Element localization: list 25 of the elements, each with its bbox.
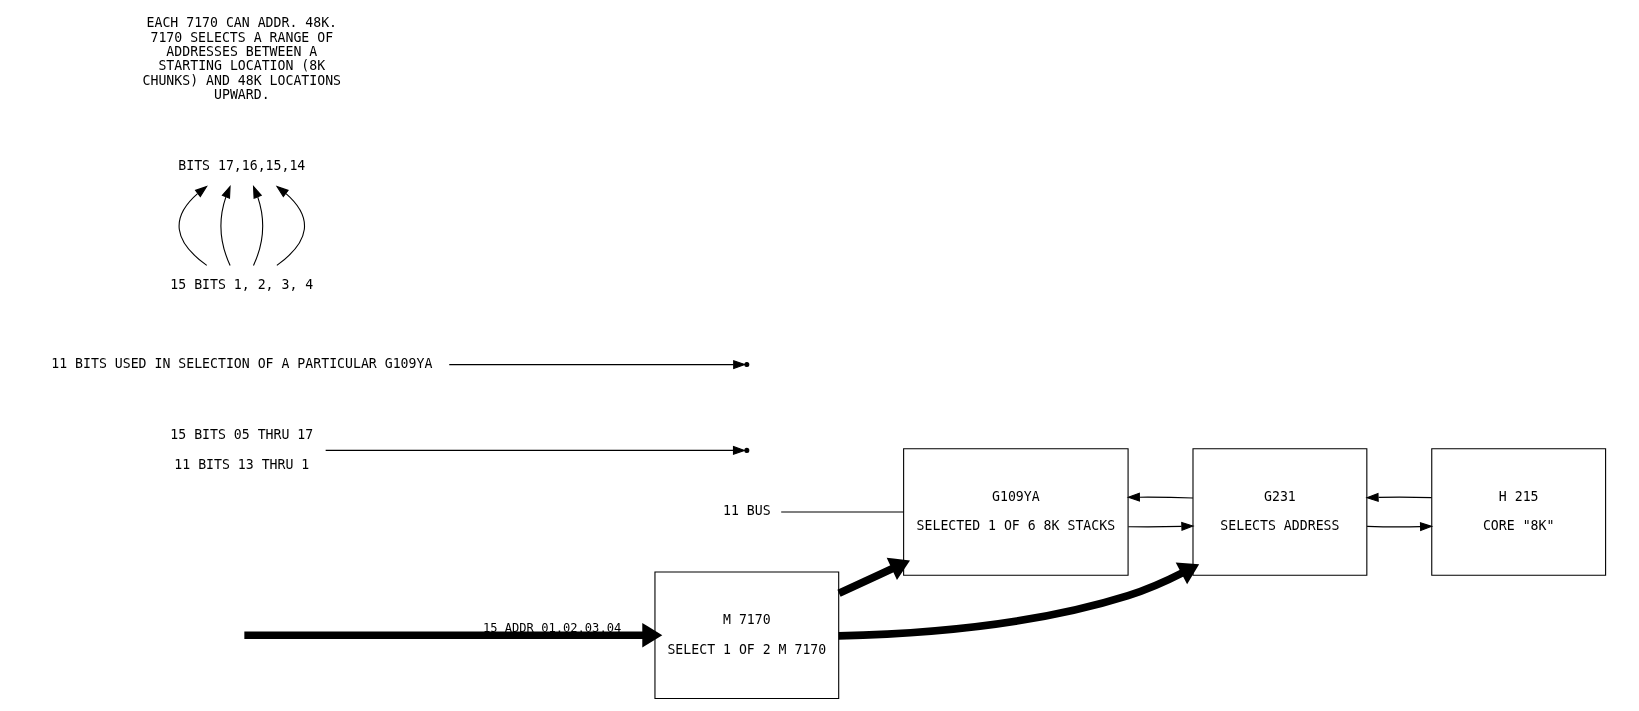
arrow	[838, 562, 1199, 640]
node-text: 15 BITS 1, 2, 3, 4	[169, 276, 313, 292]
arrow	[448, 359, 746, 370]
arrow	[243, 622, 662, 648]
edge-label: 15 ADDR 01,02,03,04	[482, 620, 621, 635]
node-box: H 215 CORE "8K"	[1430, 448, 1606, 576]
arrow	[219, 185, 231, 266]
arrow	[1127, 521, 1195, 532]
node-box: M 7170 SELECT 1 OF 2 M 7170	[653, 571, 839, 700]
label: EACH 7170 CAN ADDR. 48K. 7170 SELECTS A RANGE OF ADDRESSES BETWEEN A STARTING LOCATION (8K CHUNKS) AND 48K LOCATIONS UPWARD.	[142, 15, 341, 102]
node-text: 15 BITS 05 THRU 17 11 BITS 13 THRU 1	[169, 426, 313, 472]
arrow	[178, 185, 208, 266]
arrow	[1364, 492, 1432, 502]
arrow	[275, 185, 305, 266]
arrow	[1366, 522, 1433, 532]
node-box: G231 SELECTS ADDRESS	[1191, 448, 1367, 576]
arrow	[836, 557, 910, 597]
node-text: 11 BUS	[722, 503, 771, 519]
node-text: 11 BITS USED IN SELECTION OF A PARTICULAR G109YA	[50, 355, 432, 371]
node-text: BITS 17,16,15,14	[177, 157, 305, 173]
arrow	[1126, 492, 1193, 502]
connector	[780, 511, 904, 513]
arrow	[252, 185, 263, 266]
node-box: G109YA SELECTED 1 OF 6 8K STACKS	[902, 448, 1129, 576]
arrow	[324, 445, 746, 456]
